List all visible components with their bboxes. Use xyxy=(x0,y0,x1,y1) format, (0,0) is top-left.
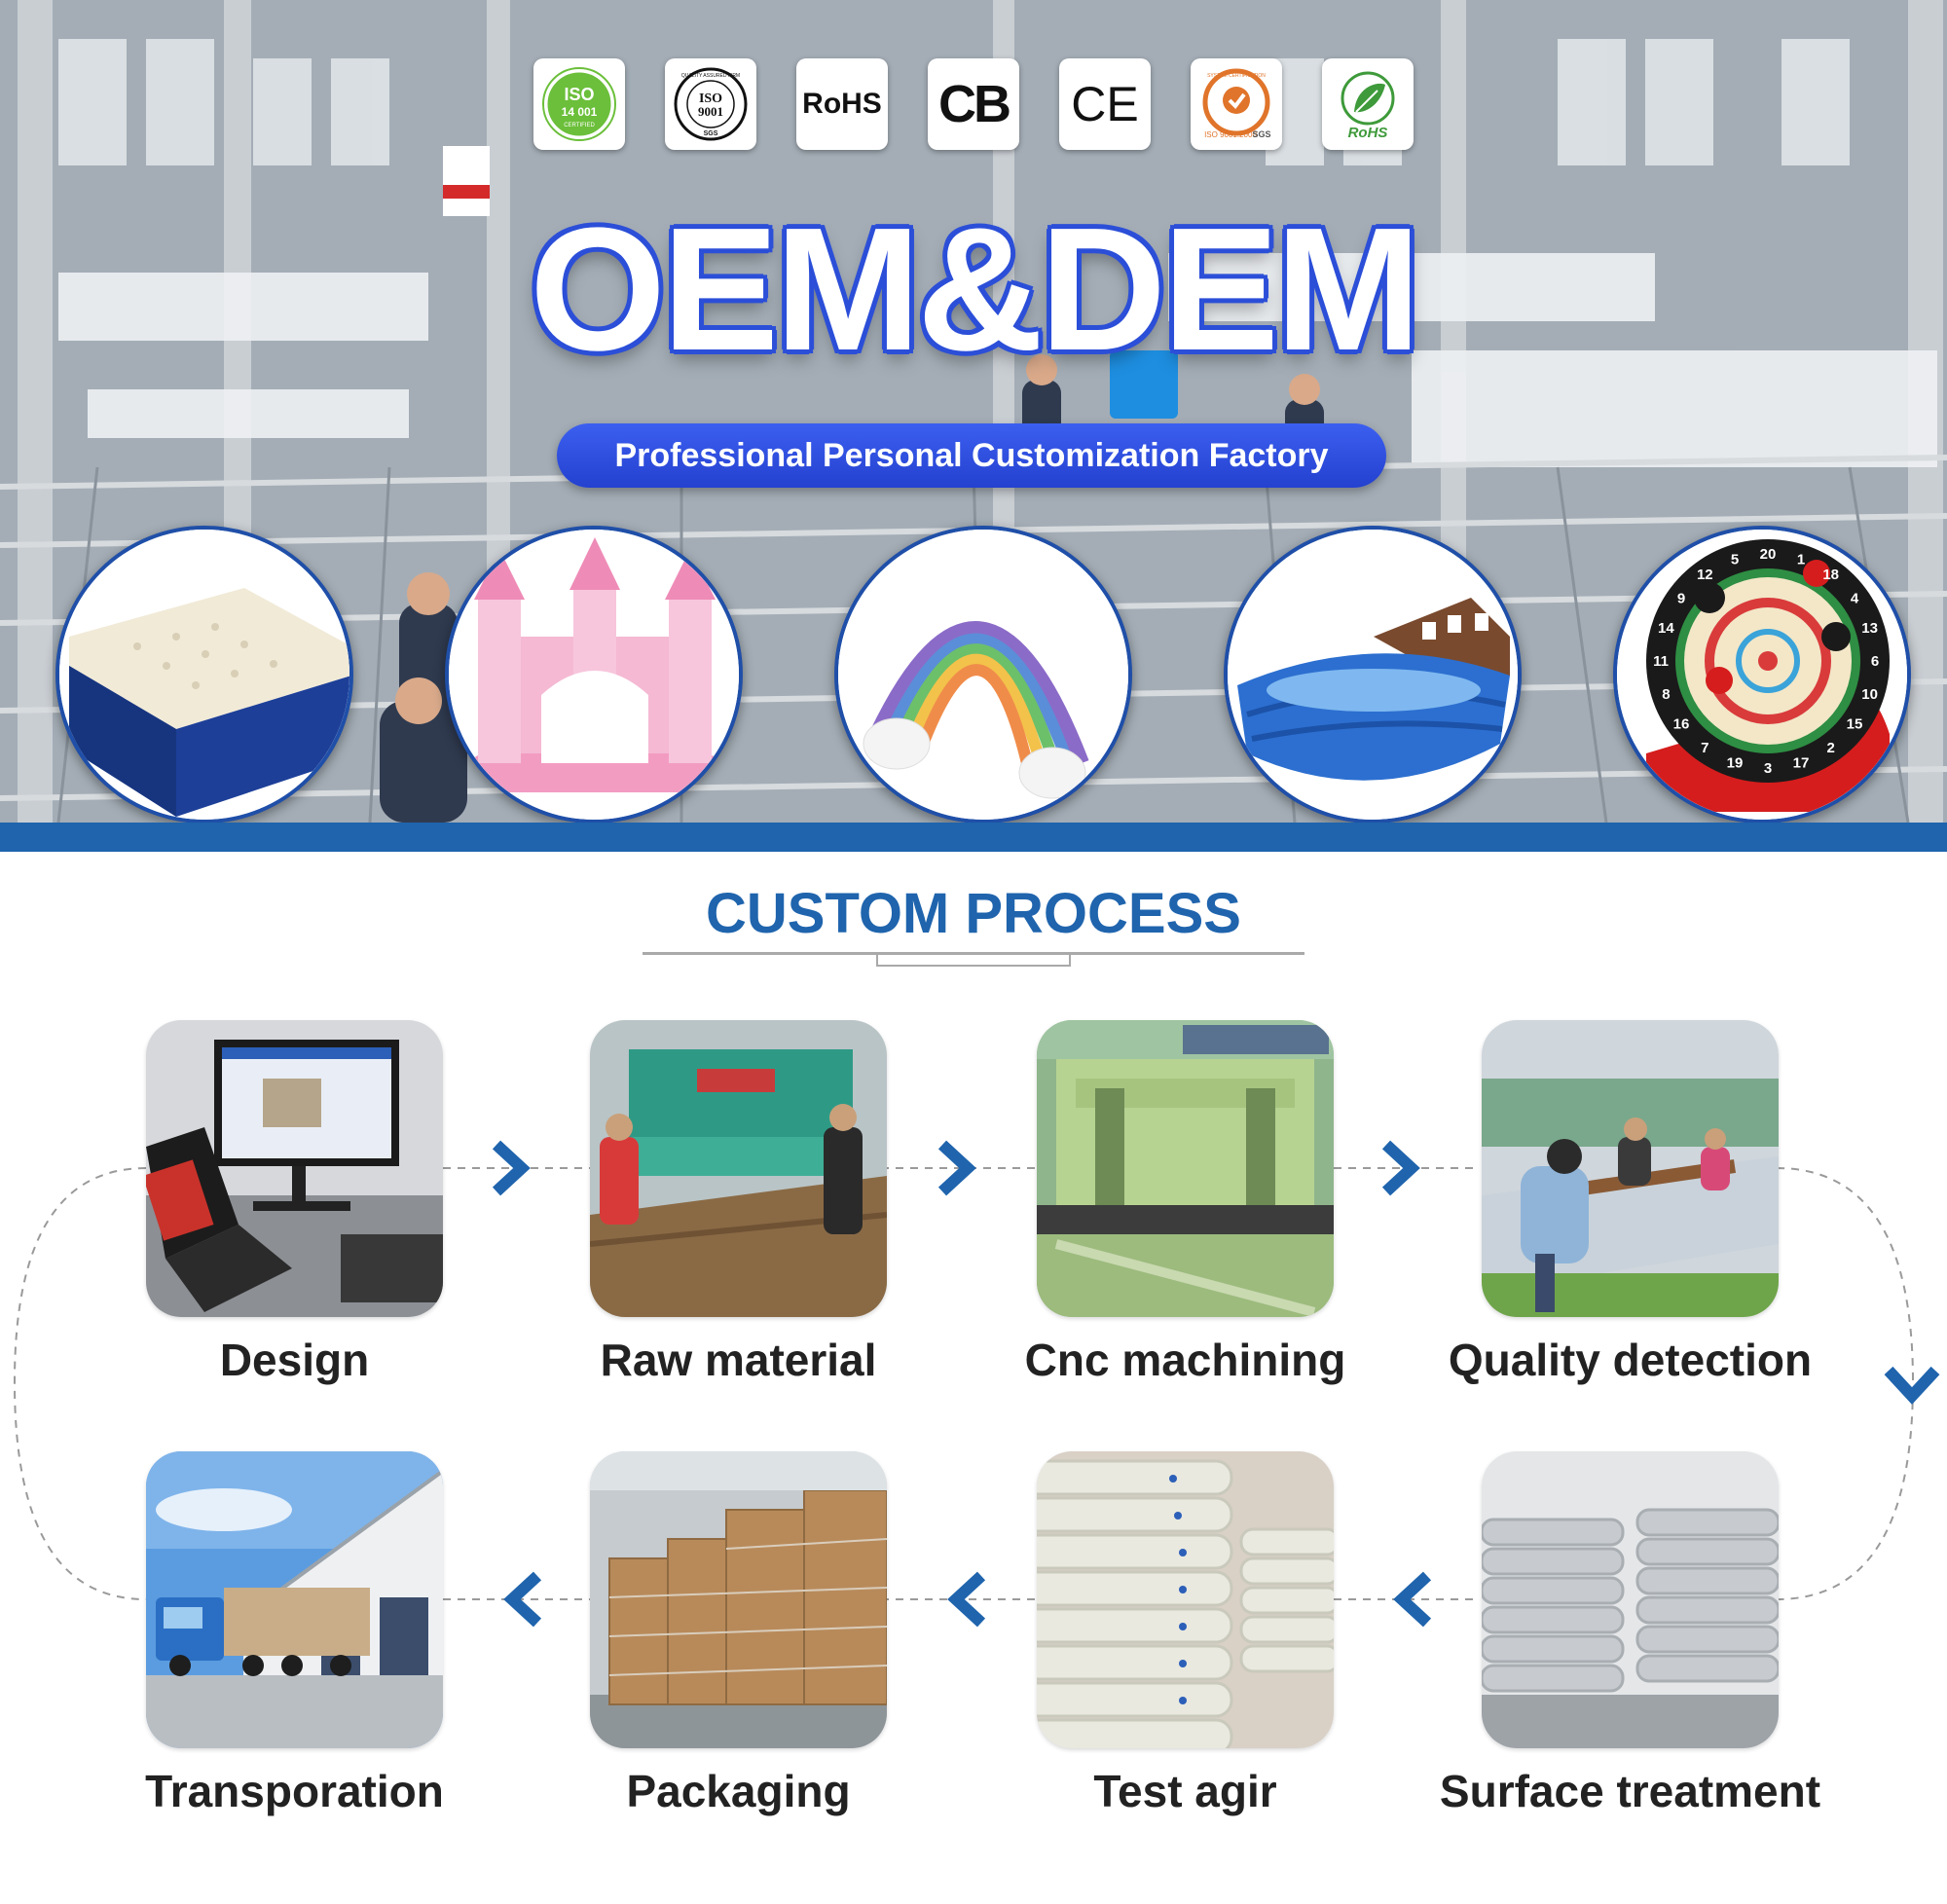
cb-text: CB xyxy=(938,75,1011,133)
product-air-mattress xyxy=(55,526,353,823)
iso-14001-line2: 14 001 xyxy=(562,105,598,119)
step-label: Packaging xyxy=(626,1766,851,1816)
sgs-line2: ISO 9001:2000 xyxy=(1204,130,1257,139)
hero-divider-bar xyxy=(0,823,1947,852)
cb-icon: CB xyxy=(928,58,1019,150)
castle-icon xyxy=(449,530,739,820)
step-label: Design xyxy=(219,1335,370,1385)
raw-material-photo xyxy=(590,1020,887,1317)
air-mattress-icon xyxy=(59,530,349,820)
step-test-agir: Test agir xyxy=(1037,1451,1334,1816)
boat-pool-icon xyxy=(1228,530,1518,820)
dartboard-number: 19 xyxy=(1727,755,1744,772)
chevron-right-icon xyxy=(1381,1140,1420,1196)
dartboard-icon: 20 1 18 413 6 10 15 2 17 3 19 7 168 11 149 12 5 xyxy=(1617,530,1907,820)
surface-treatment-photo xyxy=(1482,1451,1779,1748)
dartboard-number: 14 xyxy=(1658,620,1674,637)
dartboard-number: 13 xyxy=(1861,620,1878,637)
dartboard-number: 7 xyxy=(1701,740,1708,756)
iso-9001-line4: SGS xyxy=(704,130,718,137)
dartboard-number: 8 xyxy=(1662,686,1670,703)
dartboard-number: 6 xyxy=(1871,653,1879,670)
dartboard-number: 5 xyxy=(1731,551,1739,568)
chevron-right-icon xyxy=(937,1140,976,1196)
dartboard-number: 15 xyxy=(1847,716,1863,733)
step-transporation: Transporation xyxy=(145,1451,444,1816)
dartboard-number: 18 xyxy=(1822,567,1839,583)
dartboard-number: 1 xyxy=(1797,551,1805,568)
ce-text: CE xyxy=(1071,77,1139,131)
dartboard-number: 16 xyxy=(1673,716,1690,733)
step-cnc-machining: Cnc machining xyxy=(1025,1020,1345,1385)
step-raw-material: Raw material xyxy=(590,1020,887,1385)
dartboard-number: 17 xyxy=(1793,755,1810,772)
dartboard-number: 12 xyxy=(1697,567,1713,583)
chevron-right-icon xyxy=(492,1140,531,1196)
dartboard-number: 4 xyxy=(1851,590,1859,606)
rainbow-icon xyxy=(838,530,1128,820)
title-underline xyxy=(643,952,1304,955)
chevron-left-icon xyxy=(947,1571,986,1628)
step-surface-treatment: Surface treatment xyxy=(1440,1451,1820,1816)
product-pirate-boat-pool xyxy=(1224,526,1522,823)
step-label: Raw material xyxy=(600,1335,877,1385)
dartboard-number: 9 xyxy=(1677,590,1685,606)
product-inflatable-castle xyxy=(445,526,743,823)
dartboard-number: 2 xyxy=(1827,740,1835,756)
hero-subtitle: Professional Personal Customization Fact… xyxy=(557,423,1386,488)
packaging-photo xyxy=(590,1451,887,1748)
step-design: Design xyxy=(146,1020,443,1385)
iso-9001-line1: ISO xyxy=(699,92,722,106)
dartboard-number: 10 xyxy=(1861,686,1878,703)
iso-9001-line2: 9001 xyxy=(698,104,723,119)
rohs-text: RoHS xyxy=(802,88,882,120)
design-photo xyxy=(146,1020,443,1317)
product-rainbow-sprinkler xyxy=(834,526,1132,823)
sgs-line1: SYSTEM CERTIFICATION xyxy=(1207,73,1266,79)
certification-badges: ISO 14 001 CERTIFIED ISO 9001 QUALITY AS… xyxy=(533,58,1414,152)
sgs-line3: SGS xyxy=(1252,129,1270,139)
iso-14001-icon: ISO 14 001 CERTIFIED xyxy=(533,58,625,150)
dartboard-number: 3 xyxy=(1764,760,1772,777)
iso-14001-line1: ISO xyxy=(564,85,594,104)
test-agir-photo xyxy=(1037,1451,1334,1748)
rohs-leaf-icon: RoHS xyxy=(1322,58,1414,150)
step-packaging: Packaging xyxy=(590,1451,887,1816)
chevron-left-icon xyxy=(1393,1571,1432,1628)
step-label: Cnc machining xyxy=(1024,1335,1346,1385)
iso-9001-icon: ISO 9001 QUALITY ASSURED FIRM SGS xyxy=(665,58,756,150)
step-label: Test agir xyxy=(1093,1766,1277,1816)
ce-icon: CE xyxy=(1059,58,1151,150)
rohs-leaf-text: RoHS xyxy=(1348,125,1388,141)
iso-9001-2000-sgs-icon: SYSTEM CERTIFICATION ISO 9001:2000 SGS xyxy=(1191,58,1282,150)
chevron-left-icon xyxy=(503,1571,542,1628)
hero-banner: ISO 14 001 CERTIFIED ISO 9001 QUALITY AS… xyxy=(0,0,1947,823)
dartboard-number: 20 xyxy=(1760,546,1777,563)
step-quality-detection: Quality detection xyxy=(1449,1020,1812,1385)
step-label: Surface treatment xyxy=(1439,1766,1821,1816)
chevron-down-icon xyxy=(1884,1366,1940,1405)
title-underline-notch xyxy=(876,955,1071,967)
cnc-machining-photo xyxy=(1037,1020,1334,1317)
rohs-icon: RoHS xyxy=(796,58,888,150)
step-label: Quality detection xyxy=(1448,1335,1813,1385)
hero-title: OEM&DEM xyxy=(530,192,1421,387)
transporation-photo xyxy=(146,1451,443,1748)
quality-detection-photo xyxy=(1482,1020,1779,1317)
section-title: CUSTOM PROCESS xyxy=(705,882,1241,945)
step-label: Transporation xyxy=(145,1766,444,1816)
dartboard-number: 11 xyxy=(1653,653,1669,670)
iso-14001-line3: CERTIFIED xyxy=(564,123,595,128)
iso-9001-line3: QUALITY ASSURED FIRM xyxy=(681,73,740,79)
